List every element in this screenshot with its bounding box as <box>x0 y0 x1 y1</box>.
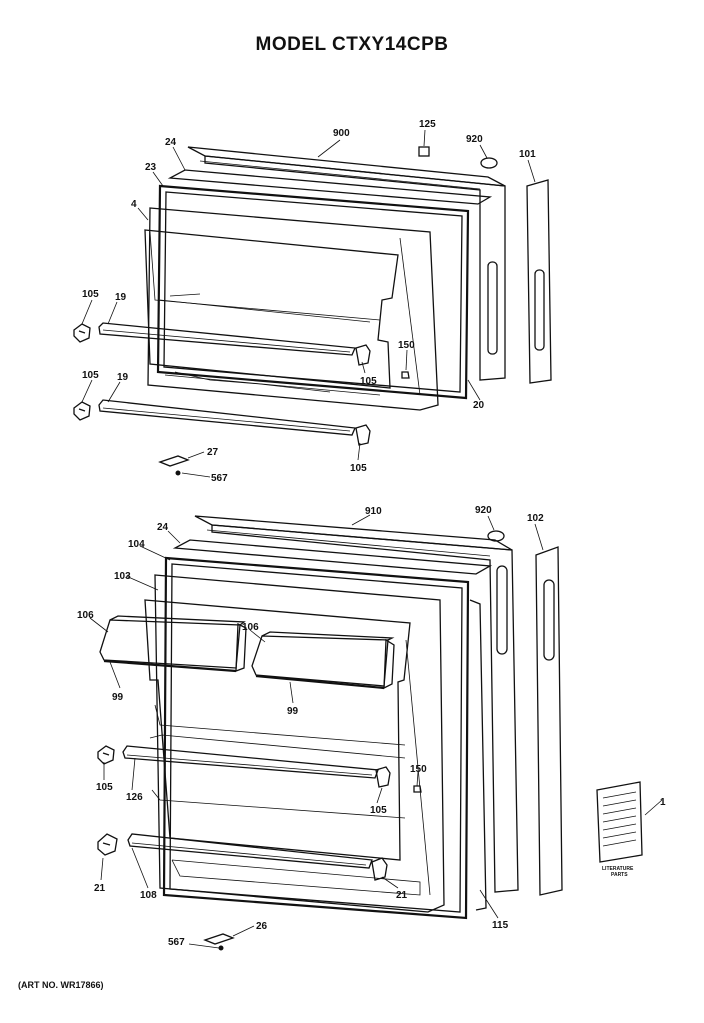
callout-99-a: 99 <box>112 692 124 703</box>
callout-101: 101 <box>519 149 536 160</box>
callout-567-a: 567 <box>211 473 228 484</box>
callout-21-b: 21 <box>396 890 408 901</box>
callout-105-c: 105 <box>82 370 99 381</box>
callout-106-a: 106 <box>77 610 94 621</box>
callout-4: 4 <box>131 199 137 210</box>
inner-liner-103 <box>144 574 445 913</box>
cap-920 <box>480 157 498 169</box>
literature-parts-booklet: LITERATURE PARTS <box>596 781 643 878</box>
shelf-bar-108 <box>127 833 373 869</box>
shelf-bar-19-upper <box>98 322 356 356</box>
screw-567-a <box>175 470 181 476</box>
callout-150-b: 150 <box>410 764 427 775</box>
trim-115 <box>469 599 487 911</box>
callout-103: 103 <box>114 571 131 582</box>
callout-126: 126 <box>126 792 143 803</box>
bracket-105-b <box>73 401 91 421</box>
gasket-23 <box>156 184 470 400</box>
callout-105-f: 105 <box>370 805 387 816</box>
callout-27: 27 <box>207 447 219 458</box>
callout-23: 23 <box>145 162 157 173</box>
screw-150-b <box>413 785 422 793</box>
bracket-105-d <box>355 424 371 446</box>
callout-105-a: 105 <box>82 289 99 300</box>
bracket-105-a <box>73 323 91 343</box>
outer-door-910 <box>194 515 519 893</box>
literature-label-1: LITERATURE <box>602 866 634 872</box>
bracket-105-e <box>97 745 115 765</box>
shelf-bar-19-lower <box>98 399 356 436</box>
callout-21-a: 21 <box>94 883 106 894</box>
callout-106-b: 106 <box>242 622 259 633</box>
callout-125: 125 <box>419 119 436 130</box>
handle-strip-101 <box>526 179 552 384</box>
door-bin-106-right <box>251 631 395 690</box>
callout-567-b: 567 <box>168 937 185 948</box>
callout-24: 24 <box>165 137 177 148</box>
bracket-21-a <box>97 833 118 856</box>
liner-strip-24 <box>167 169 493 205</box>
literature-label-2: PARTS <box>611 872 628 878</box>
callout-105-e: 105 <box>96 782 113 793</box>
callout-920-b: 920 <box>475 505 492 516</box>
callout-19-b: 19 <box>117 372 129 383</box>
screw-150-a <box>401 371 410 379</box>
callout-910: 910 <box>365 506 382 517</box>
callout-920: 920 <box>466 134 483 145</box>
freezer-door-assembly: 900 125 920 101 24 23 4 105 19 150 105 2… <box>73 119 552 484</box>
callout-105-b: 105 <box>360 376 377 387</box>
callout-24-b: 24 <box>157 522 169 533</box>
callout-108: 108 <box>140 890 157 901</box>
bracket-21-b <box>371 857 388 881</box>
callout-900: 900 <box>333 128 350 139</box>
fresh-food-door-assembly: LITERATURE PARTS 910 920 102 24 104 103 … <box>77 505 666 951</box>
callout-102: 102 <box>527 513 544 524</box>
callout-104: 104 <box>128 539 145 550</box>
outer-door-900 <box>187 146 506 381</box>
cap-920-b <box>487 530 505 542</box>
art-number: (ART NO. WR17866) <box>18 980 104 990</box>
callout-20: 20 <box>473 400 485 411</box>
plug-125 <box>418 146 430 157</box>
hinge-27 <box>158 455 190 467</box>
liner-strip-24 <box>172 539 493 575</box>
callout-150-a: 150 <box>398 340 415 351</box>
callout-105-d: 105 <box>350 463 367 474</box>
handle-strip-102 <box>535 546 563 896</box>
callout-26: 26 <box>256 921 268 932</box>
callout-19-a: 19 <box>115 292 127 303</box>
door-bin-106-left <box>99 615 247 673</box>
callout-1: 1 <box>660 797 666 808</box>
bracket-105-f <box>375 766 391 788</box>
inner-liner-4 <box>144 207 439 411</box>
model-title: MODEL CTXY14CPB <box>255 34 449 55</box>
gasket-104 <box>162 556 470 920</box>
shelf-bar-126 <box>122 745 379 779</box>
callout-99-b: 99 <box>287 706 299 717</box>
callout-115: 115 <box>492 920 509 931</box>
hinge-26 <box>203 933 235 945</box>
bracket-105-c <box>355 344 371 366</box>
screw-567-b <box>218 945 224 951</box>
